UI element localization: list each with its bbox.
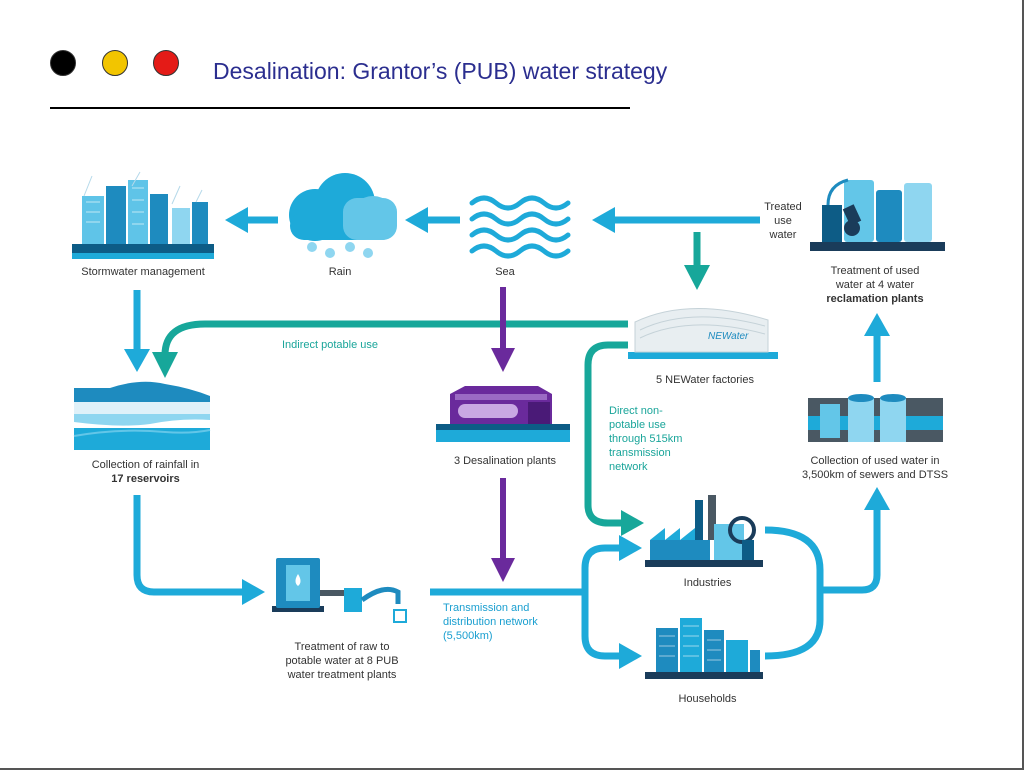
- reclamation-plant-icon: [810, 178, 945, 251]
- label-transmission: Transmission and distribution network (5…: [443, 601, 538, 643]
- treatment-line-1: Treatment of raw to: [294, 641, 390, 653]
- newater-factory-icon: [628, 308, 778, 359]
- arrow-reservoirs-to-treatment: [133, 495, 245, 596]
- arrow-households-to-sewers: [764, 619, 824, 660]
- arrowhead-reclamation: [864, 313, 890, 336]
- label-reservoirs: Collection of rainfall in 17 reservoirs: [58, 458, 233, 486]
- direct-line-3: through 515km: [609, 433, 683, 445]
- sea-waves-icon: [469, 195, 571, 259]
- purple-flows: [491, 287, 515, 582]
- reclamation-line-1: Treatment of used: [830, 265, 920, 277]
- sewers-line-2: 3,500km of sewers and DTSS: [801, 469, 949, 481]
- slide-title: Desalination: Grantor’s (PUB) water stra…: [213, 58, 668, 84]
- arrowhead-sea: [592, 207, 615, 233]
- stormwater-city-icon: [72, 171, 214, 259]
- desalination-plant-icon: [436, 386, 570, 442]
- label-indirect-potable: Indirect potable use: [282, 339, 379, 351]
- transmission-line-1: Transmission and: [443, 602, 530, 614]
- arrowhead-reservoirs: [124, 349, 150, 372]
- arrow-to-industries: [581, 544, 622, 592]
- arrowhead-network: [491, 558, 515, 582]
- direct-line-4: transmission: [609, 447, 671, 459]
- direct-line-1: Direct non-: [609, 405, 663, 417]
- yellow-dot: [102, 50, 128, 76]
- households-icon: [645, 618, 763, 679]
- rain-cloud-icon: [289, 173, 397, 258]
- treatment-line-2: potable water at 8 PUB: [285, 655, 399, 667]
- arrowhead-newater: [684, 265, 710, 290]
- black-dot: [50, 50, 76, 76]
- arrow-direct-nonpotable: [584, 341, 628, 527]
- treatment-line-3: water treatment plants: [287, 669, 397, 681]
- label-households: Households: [678, 693, 737, 705]
- arrowhead-rain: [405, 207, 428, 233]
- newater-sign: NEWater: [708, 331, 749, 342]
- arrowhead-households: [619, 643, 642, 669]
- treatment-tap-icon: [272, 558, 407, 623]
- teal-flows: [152, 232, 710, 536]
- title-underline: [50, 107, 630, 109]
- reservoirs-line-2: 17 reservoirs: [58, 472, 233, 486]
- treated-line-2: use: [774, 215, 792, 227]
- direct-line-5: network: [609, 461, 648, 473]
- reclamation-line-2: water at 4 water: [835, 279, 915, 291]
- reservoir-icon: [73, 381, 211, 450]
- label-treated-used-water: Treated use water: [752, 200, 814, 242]
- arrow-to-sewers: [820, 505, 881, 594]
- label-treatment-raw: Treatment of raw to potable water at 8 P…: [262, 640, 422, 682]
- red-dot: [153, 50, 179, 76]
- label-desalination: 3 Desalination plants: [453, 455, 557, 467]
- reservoirs-bold: 17 reservoirs: [111, 473, 180, 485]
- arrowhead-sewers: [864, 487, 890, 510]
- arrowhead-desal: [491, 348, 515, 372]
- direct-line-2: potable use: [609, 419, 666, 431]
- sewers-line-1: Collection of used water in: [810, 455, 940, 467]
- reclamation-bold: reclamation plants: [826, 293, 924, 305]
- label-direct-nonpotable: Direct non- potable use through 515km tr…: [609, 404, 682, 474]
- label-newater-factories: 5 NEWater factories: [655, 374, 754, 386]
- arrowhead-indirect: [152, 352, 178, 378]
- arrowhead-treatment: [242, 579, 265, 605]
- transmission-line-2: distribution network: [443, 616, 538, 628]
- label-industries: Industries: [683, 577, 732, 589]
- label-sea: Sea: [495, 266, 515, 278]
- arrow-to-households: [581, 592, 622, 660]
- reservoirs-line-1: Collection of rainfall in: [91, 459, 200, 471]
- treated-line-3: water: [769, 229, 797, 241]
- arrow-industries-to-sewers: [764, 526, 824, 620]
- sewer-pipes-icon: [808, 394, 943, 442]
- industries-icon: [645, 495, 763, 567]
- arrow-indirect-potable: [161, 320, 628, 356]
- label-sewers: Collection of used water in 3,500km of s…: [785, 454, 965, 482]
- label-reclamation: Treatment of used water at 4 water recla…: [800, 264, 950, 306]
- transmission-line-3: (5,500km): [443, 630, 493, 642]
- label-stormwater: Stormwater management: [81, 266, 205, 278]
- treated-line-1: Treated: [764, 201, 802, 213]
- arrowhead-industries: [619, 535, 642, 561]
- reclamation-line-3: reclamation plants: [800, 292, 950, 306]
- blue-flows: [124, 207, 890, 669]
- arrowhead-direct: [621, 510, 644, 536]
- arrowhead-stormwater: [225, 207, 248, 233]
- label-rain: Rain: [328, 266, 352, 278]
